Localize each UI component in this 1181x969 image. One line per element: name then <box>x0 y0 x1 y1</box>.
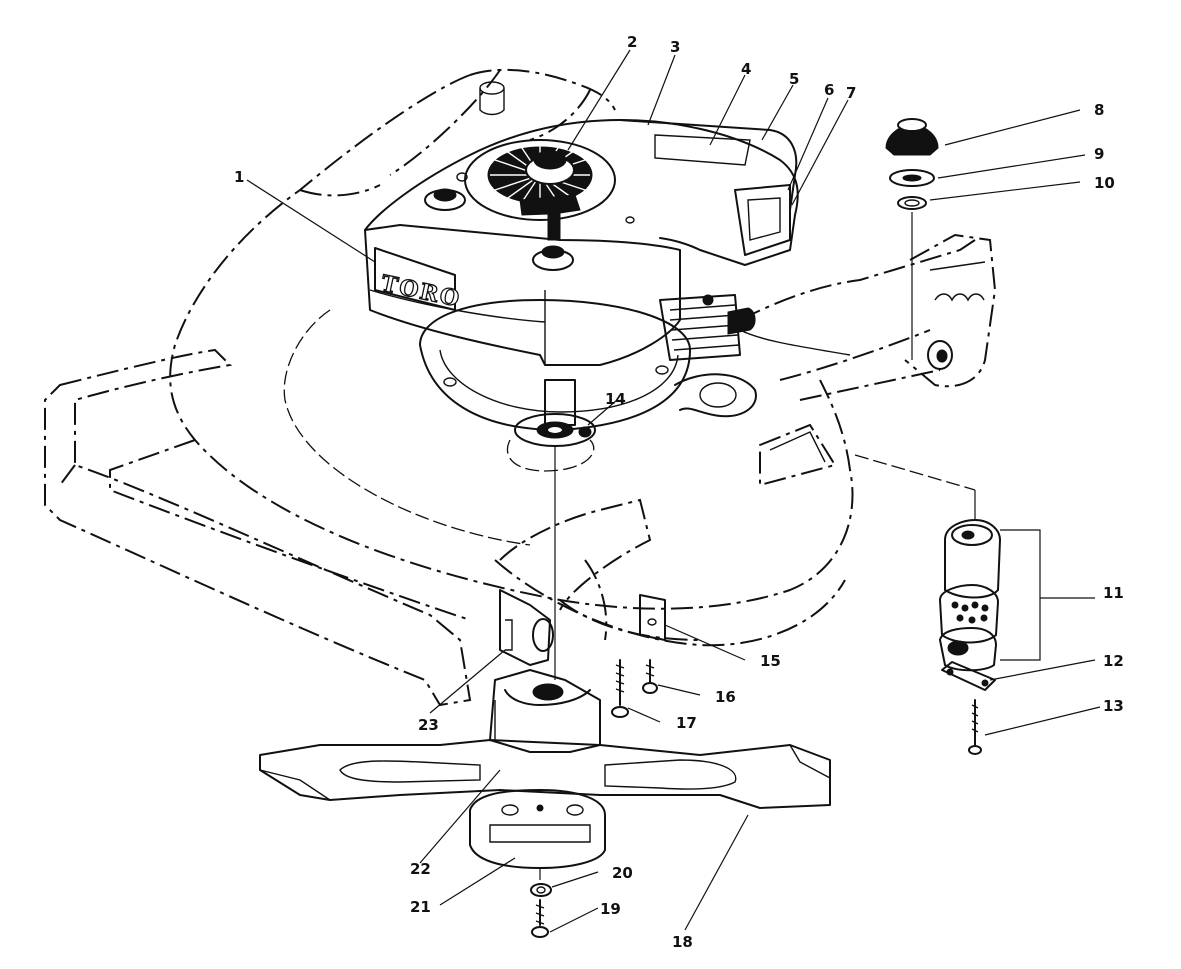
leader-lines <box>246 49 1101 933</box>
callout-4: 4 <box>741 60 751 78</box>
callout-21: 21 <box>410 898 431 916</box>
callout-12: 12 <box>1103 652 1124 670</box>
callout-2: 2 <box>627 33 637 51</box>
engine-assembly: TORO <box>364 119 851 431</box>
blade-assembly <box>259 413 831 938</box>
callout-16: 16 <box>715 688 736 706</box>
callout-19: 19 <box>600 900 621 918</box>
callout-15: 15 <box>760 652 781 670</box>
callout-8: 8 <box>1094 101 1104 119</box>
callout-20: 20 <box>612 864 633 882</box>
callout-5: 5 <box>789 70 799 88</box>
callout-9: 9 <box>1094 145 1104 163</box>
wheel-assembly <box>854 118 1001 755</box>
callout-23: 23 <box>418 716 439 734</box>
callout-7: 7 <box>846 84 856 102</box>
callout-22: 22 <box>410 860 431 878</box>
callout-13: 13 <box>1103 697 1124 715</box>
callout-labels: 1 2 3 4 5 6 7 8 9 10 11 12 13 14 15 16 1… <box>234 33 1124 951</box>
mower-deck-outline <box>44 68 997 707</box>
callout-17: 17 <box>676 714 697 732</box>
callout-6: 6 <box>824 81 834 99</box>
brand-label: TORO <box>379 270 464 312</box>
callout-3: 3 <box>670 38 680 56</box>
callout-1: 1 <box>234 168 244 186</box>
callout-14: 14 <box>605 390 626 408</box>
callout-10: 10 <box>1094 174 1115 192</box>
callout-18: 18 <box>672 933 693 951</box>
callout-11: 11 <box>1103 584 1124 602</box>
